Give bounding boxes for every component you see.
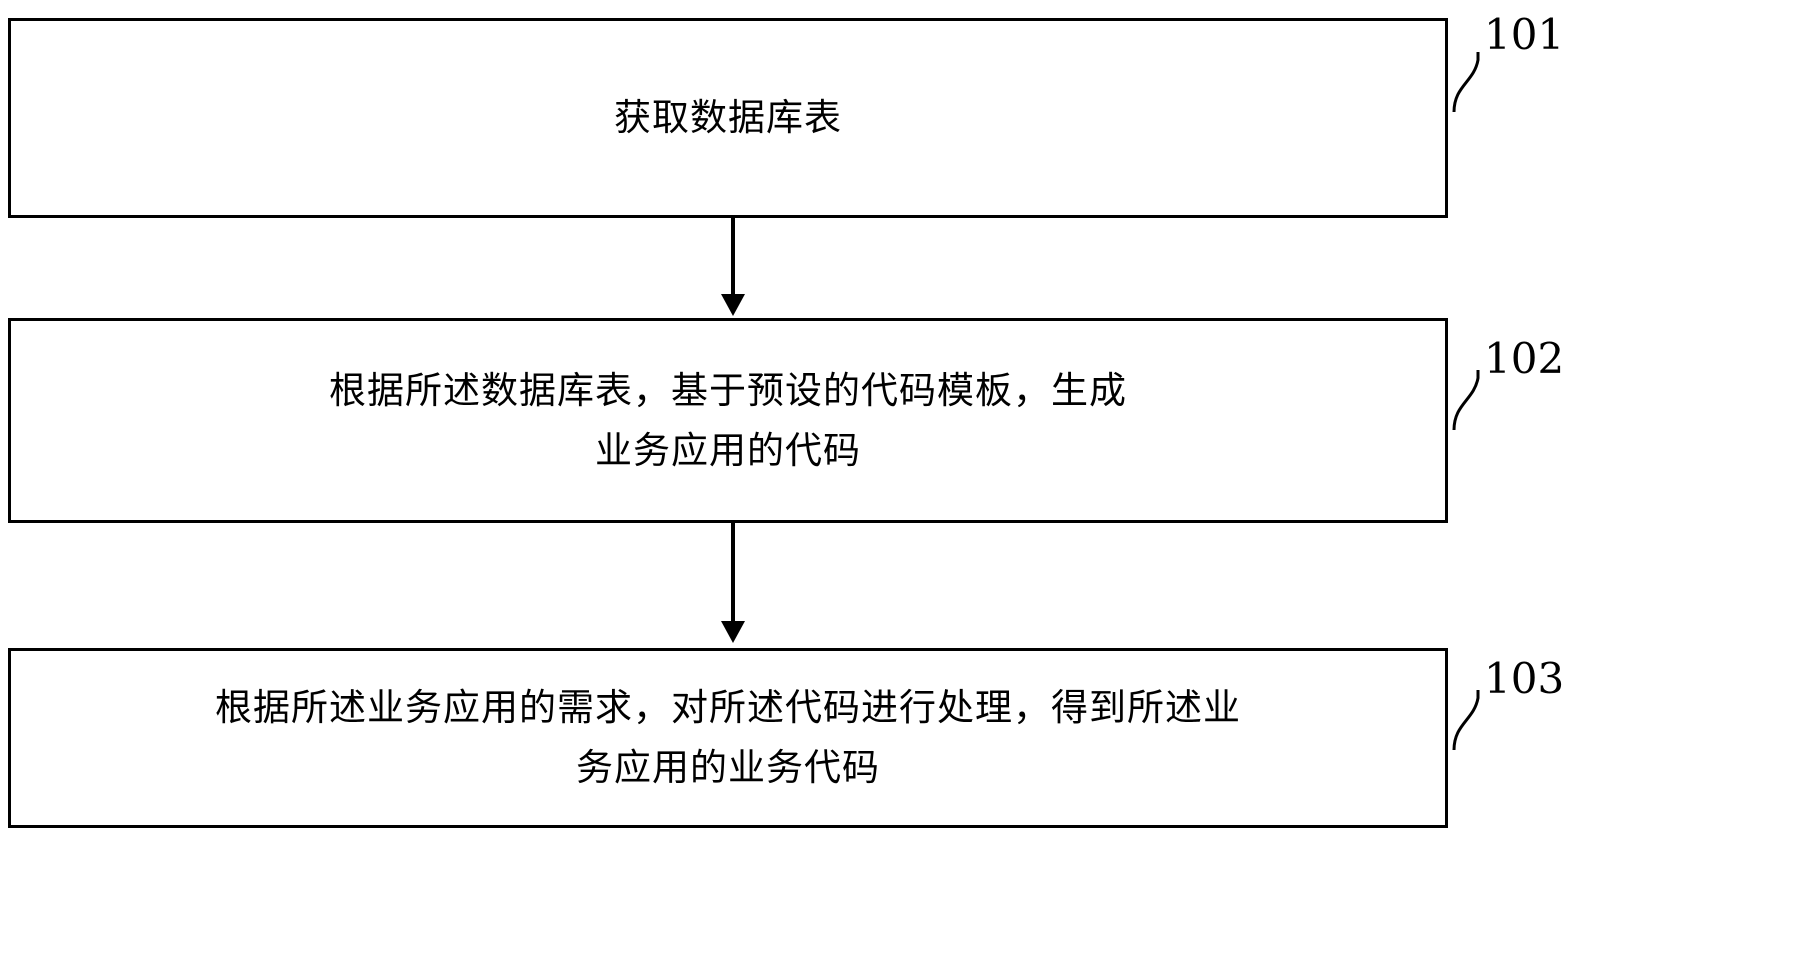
flow-box-102: 根据所述数据库表，基于预设的代码模板，生成 业务应用的代码 — [8, 318, 1448, 523]
leader-line-icon-102 — [1452, 370, 1480, 431]
leader-line-icon-101 — [1452, 52, 1480, 113]
connector-arrow-101-102 — [721, 218, 745, 318]
arrow-shaft — [731, 523, 735, 623]
arrow-head-icon — [721, 294, 745, 316]
step-number-103: 103 — [1484, 654, 1565, 703]
arrow-shaft — [731, 218, 735, 296]
flow-box-103-text: 根据所述业务应用的需求，对所述代码进行处理，得到所述业 务应用的业务代码 — [215, 686, 1241, 789]
step-callout-103: 103 — [1448, 640, 1608, 760]
flow-box-103: 根据所述业务应用的需求，对所述代码进行处理，得到所述业 务应用的业务代码 — [8, 648, 1448, 828]
step-number-101: 101 — [1484, 10, 1565, 59]
flow-box-101: 获取数据库表 — [8, 18, 1448, 218]
step-number-102: 102 — [1484, 334, 1565, 383]
leader-line-icon-103 — [1452, 690, 1480, 751]
flow-box-101-text: 获取数据库表 — [614, 96, 842, 140]
connector-arrow-102-103 — [721, 523, 745, 648]
step-callout-102: 102 — [1448, 318, 1608, 438]
arrow-head-icon — [721, 621, 745, 643]
step-callout-101: 101 — [1448, 8, 1608, 118]
flow-box-102-text: 根据所述数据库表，基于预设的代码模板，生成 业务应用的代码 — [329, 368, 1127, 472]
